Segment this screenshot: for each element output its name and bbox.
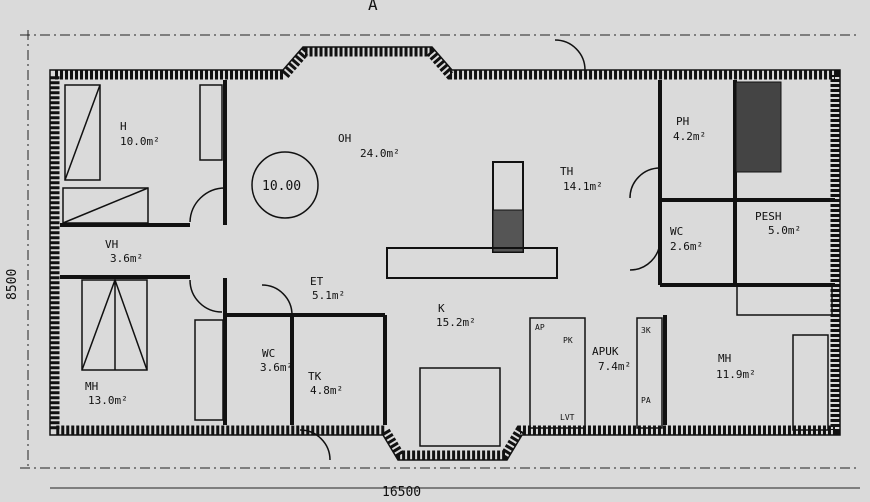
room-apuk-area: 7.4m² [598, 360, 631, 373]
height-dimension: 8500 [5, 269, 20, 300]
room-mh1-area: 13.0m² [88, 394, 128, 407]
room-ph-area: 4.2m² [673, 130, 706, 143]
outer-walls [49, 46, 841, 461]
room-et-code: ET [310, 275, 324, 288]
room-pesh-code: PESH [755, 210, 782, 223]
room-et-area: 5.1m² [312, 289, 345, 302]
fixture-pk: PK [563, 336, 573, 345]
room-wc2-code: WC [670, 225, 683, 238]
room-tk-code: TK [308, 370, 322, 383]
room-vh-code: VH [105, 238, 118, 251]
room-pesh-area: 5.0m² [768, 224, 801, 237]
room-k-code: K [438, 302, 445, 315]
fixture-pa: PA [641, 396, 651, 405]
dimension-lines [20, 30, 860, 470]
room-vh-area: 3.6m² [110, 252, 143, 265]
section-marker: A [368, 0, 378, 14]
room-h-code: H [120, 120, 127, 133]
room-wc1-code: WC [262, 347, 275, 360]
fixture-3k: 3K [641, 326, 651, 335]
ceiling-height-marker [251, 151, 319, 219]
fixture-lvt: LVT [560, 413, 575, 422]
room-wc2-area: 2.6m² [670, 240, 703, 253]
room-k-area: 15.2m² [436, 316, 476, 329]
room-labels: H 10.0m² OH 24.0m² VH 3.6m² MH 13.0m² WC… [85, 115, 801, 407]
room-wc1-area: 3.6m² [260, 361, 293, 374]
inner-walls [60, 80, 835, 425]
fixture-ap: AP [535, 323, 545, 332]
room-apuk-code: APUK [592, 345, 619, 358]
furniture [62, 84, 833, 447]
fixture-labels: AP PK LVT 3K PA [535, 323, 651, 422]
room-oh-area: 24.0m² [360, 147, 400, 160]
room-mh2-code: MH [718, 352, 731, 365]
ceiling-height: 10.00 [262, 179, 301, 194]
room-mh1-code: MH [85, 380, 98, 393]
room-tk-area: 4.8m² [310, 384, 343, 397]
room-mh2-area: 11.9m² [716, 368, 756, 381]
room-th-code: TH [560, 165, 573, 178]
room-th-area: 14.1m² [563, 180, 603, 193]
stair-and-fireplace [386, 81, 782, 279]
room-h-area: 10.0m² [120, 135, 160, 148]
width-dimension: 16500 [382, 485, 421, 500]
room-ph-code: PH [676, 115, 689, 128]
room-oh-code: OH [338, 132, 351, 145]
doors [189, 39, 661, 461]
